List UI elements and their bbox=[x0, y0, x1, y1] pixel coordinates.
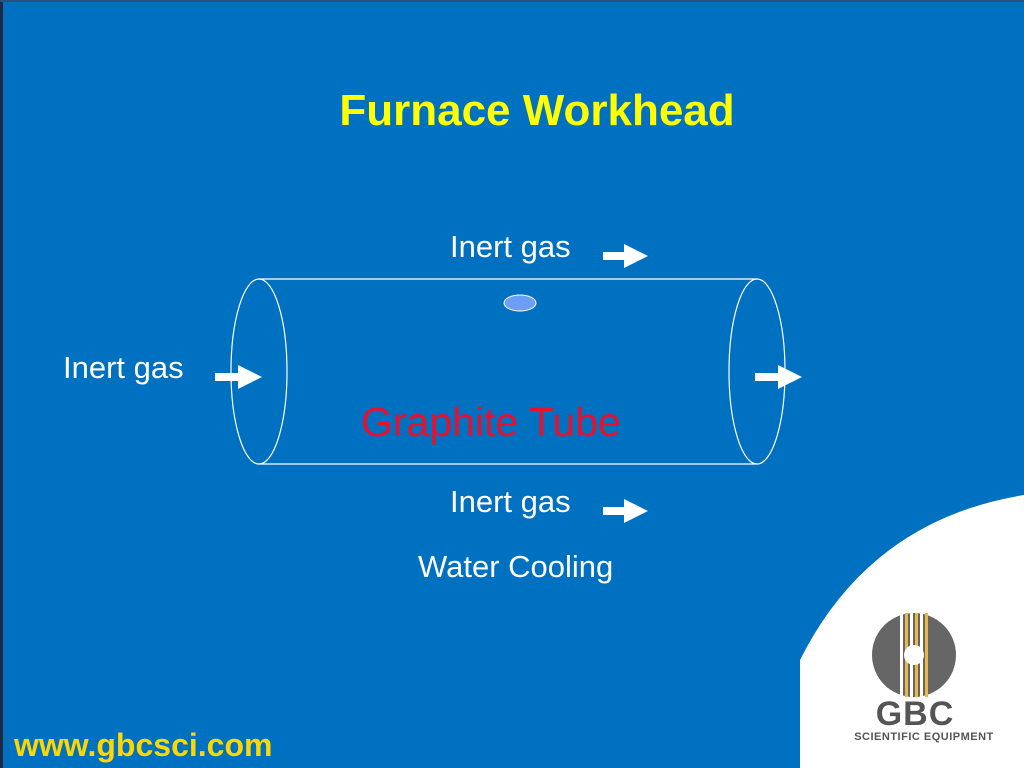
left-inert-gas-label: Inert gas bbox=[63, 350, 184, 385]
footer-website-link[interactable]: www.gbcsci.com bbox=[14, 727, 273, 763]
right-arrow-icon bbox=[215, 365, 262, 389]
bottom-inert-gas-label: Inert gas bbox=[450, 484, 571, 519]
right-arrow-icon bbox=[603, 499, 648, 523]
slide-left-edge bbox=[0, 0, 3, 768]
slide-title: Furnace Workhead bbox=[339, 86, 735, 135]
right-arrow-icon bbox=[603, 244, 648, 268]
tube-right-end bbox=[728, 278, 786, 465]
graphite-tube-label: Graphite Tube bbox=[361, 399, 621, 445]
water-cooling-label: Water Cooling bbox=[418, 549, 614, 584]
top-inert-gas-label: Inert gas bbox=[450, 229, 571, 264]
logo-name: GBC bbox=[875, 695, 955, 733]
tube-left-end bbox=[230, 278, 288, 465]
injection-port bbox=[503, 294, 537, 312]
right-arrow-icon bbox=[755, 365, 802, 389]
slide-top-edge bbox=[0, 0, 1024, 2]
logo-tagline: SCIENTIFIC EQUIPMENT bbox=[854, 731, 994, 743]
